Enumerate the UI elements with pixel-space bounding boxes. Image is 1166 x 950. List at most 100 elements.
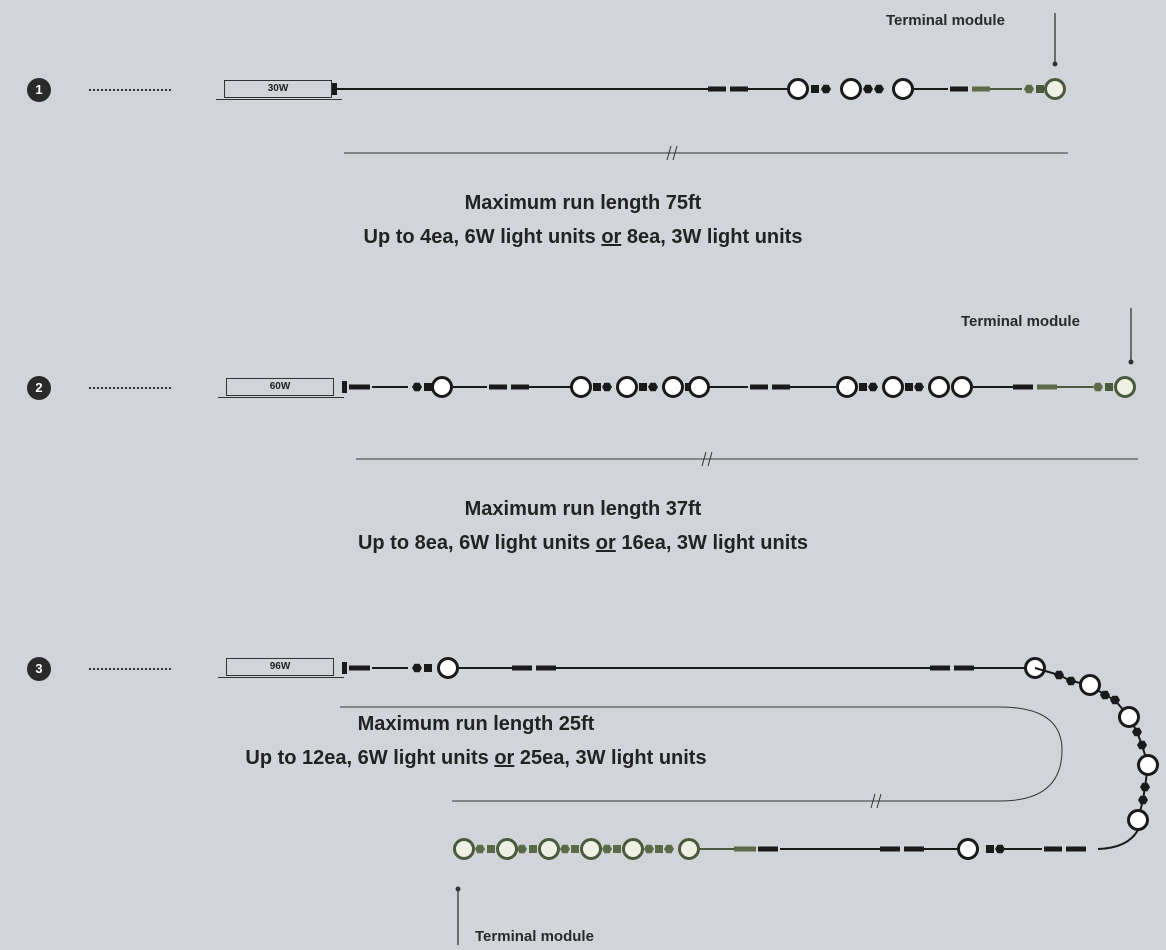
hex-connector [1110,695,1120,705]
run-3-max-length: Maximum run length 25ft [357,713,595,735]
hex-connector [602,382,612,392]
run-2-driver-base [218,397,344,398]
square-connector [859,383,867,391]
terminal-light-unit [678,838,700,860]
hex-connector [821,84,831,94]
square-connector [986,845,994,853]
cable-dash [954,665,974,671]
ruler-break-mark [666,145,672,161]
hex-connector [1138,795,1148,805]
square-connector [487,845,495,853]
cable-dash [708,86,726,92]
square-connector [571,845,579,853]
run-3-driver-base [218,677,344,678]
terminal-pointer-dot [1128,359,1134,365]
light-unit [1079,674,1101,696]
cable-dash [512,665,532,671]
cable-dash [930,665,950,671]
cable-dash [536,665,556,671]
cable-dash [1013,384,1033,390]
run-2-terminal-label: Terminal module [961,313,1080,330]
hex-connector [560,844,570,854]
run-3-number-badge: 3 [27,657,51,681]
cable-dash [950,86,968,92]
run-2-units-a: Up to 8ea, 6W light units [357,532,591,554]
light-unit [957,838,979,860]
run-1-driver-box: 30W [224,80,332,98]
hex-connector [644,844,654,854]
run-2-number-badge: 2 [27,376,51,400]
light-unit [1118,706,1140,728]
hex-connector [914,382,924,392]
cable-dash [349,665,370,671]
light-unit [616,376,638,398]
cable-dash [972,86,990,92]
ruler-break-mark [701,451,707,467]
hex-connector [475,844,485,854]
run-3-leader-dots [89,668,171,670]
ruler-break-mark [876,793,882,809]
hex-connector [1100,690,1110,700]
square-connector [1036,85,1044,93]
hex-connector [1140,782,1150,792]
cable-dash [880,846,900,852]
hex-connector [874,84,884,94]
square-connector [613,845,621,853]
run-2-max-length: Maximum run length 37ft [464,498,702,520]
hex-connector [1024,84,1034,94]
hex-connector [995,844,1005,854]
terminal-light-unit [496,838,518,860]
hex-connector [648,382,658,392]
run-1-unit-capacity: Up to 4ea, 6W light units or 8ea, 3W lig… [0,220,1166,254]
run-1-max-length: Maximum run length 75ft [464,192,702,214]
run-1-number-badge: 1 [27,78,51,102]
light-unit [570,376,592,398]
hex-connector [1066,676,1076,686]
hex-connector [412,382,422,392]
light-unit [688,376,710,398]
terminal-pointer-dot [455,886,461,892]
run-1-terminal-module [1044,78,1066,100]
terminal-light-unit [622,838,644,860]
terminal-light-unit [538,838,560,860]
run-1-driver-plug [332,83,337,95]
run-1-units-b: 8ea, 3W light units [626,226,803,248]
run-2-driver-box: 60W [226,378,334,396]
run-3-length-ruler [340,706,1063,802]
run-2-leader-dots [89,387,171,389]
square-connector [655,845,663,853]
light-unit [836,376,858,398]
square-connector [1105,383,1113,391]
hex-connector [863,84,873,94]
run-3-driver-plug [342,662,347,674]
terminal-light-unit [580,838,602,860]
light-unit [787,78,809,100]
cable-dash [730,86,748,92]
cable-dash [772,384,790,390]
run-2-unit-capacity: Up to 8ea, 6W light units or 16ea, 3W li… [0,526,1166,560]
cable-dash [1066,846,1086,852]
run-3-or: or [494,747,515,769]
ruler-break-mark [707,451,713,467]
run-1-driver-base [216,99,342,100]
light-unit [662,376,684,398]
cable-dash [750,384,768,390]
run-1-or: or [601,226,622,248]
hex-connector [1054,670,1064,680]
square-connector [529,845,537,853]
cable-curve [1097,829,1139,850]
hex-connector [412,663,422,673]
light-unit [840,78,862,100]
cable-dash [734,846,756,852]
square-connector [811,85,819,93]
cable-dash [758,846,778,852]
run-2-caption: Maximum run length 37ft Up to 8ea, 6W li… [0,492,1166,560]
hex-connector [664,844,674,854]
square-connector [905,383,913,391]
cable-dash [1044,846,1062,852]
run-2-driver-plug [342,381,347,393]
hex-connector [1093,382,1103,392]
cable-dash [511,384,529,390]
light-unit [437,657,459,679]
